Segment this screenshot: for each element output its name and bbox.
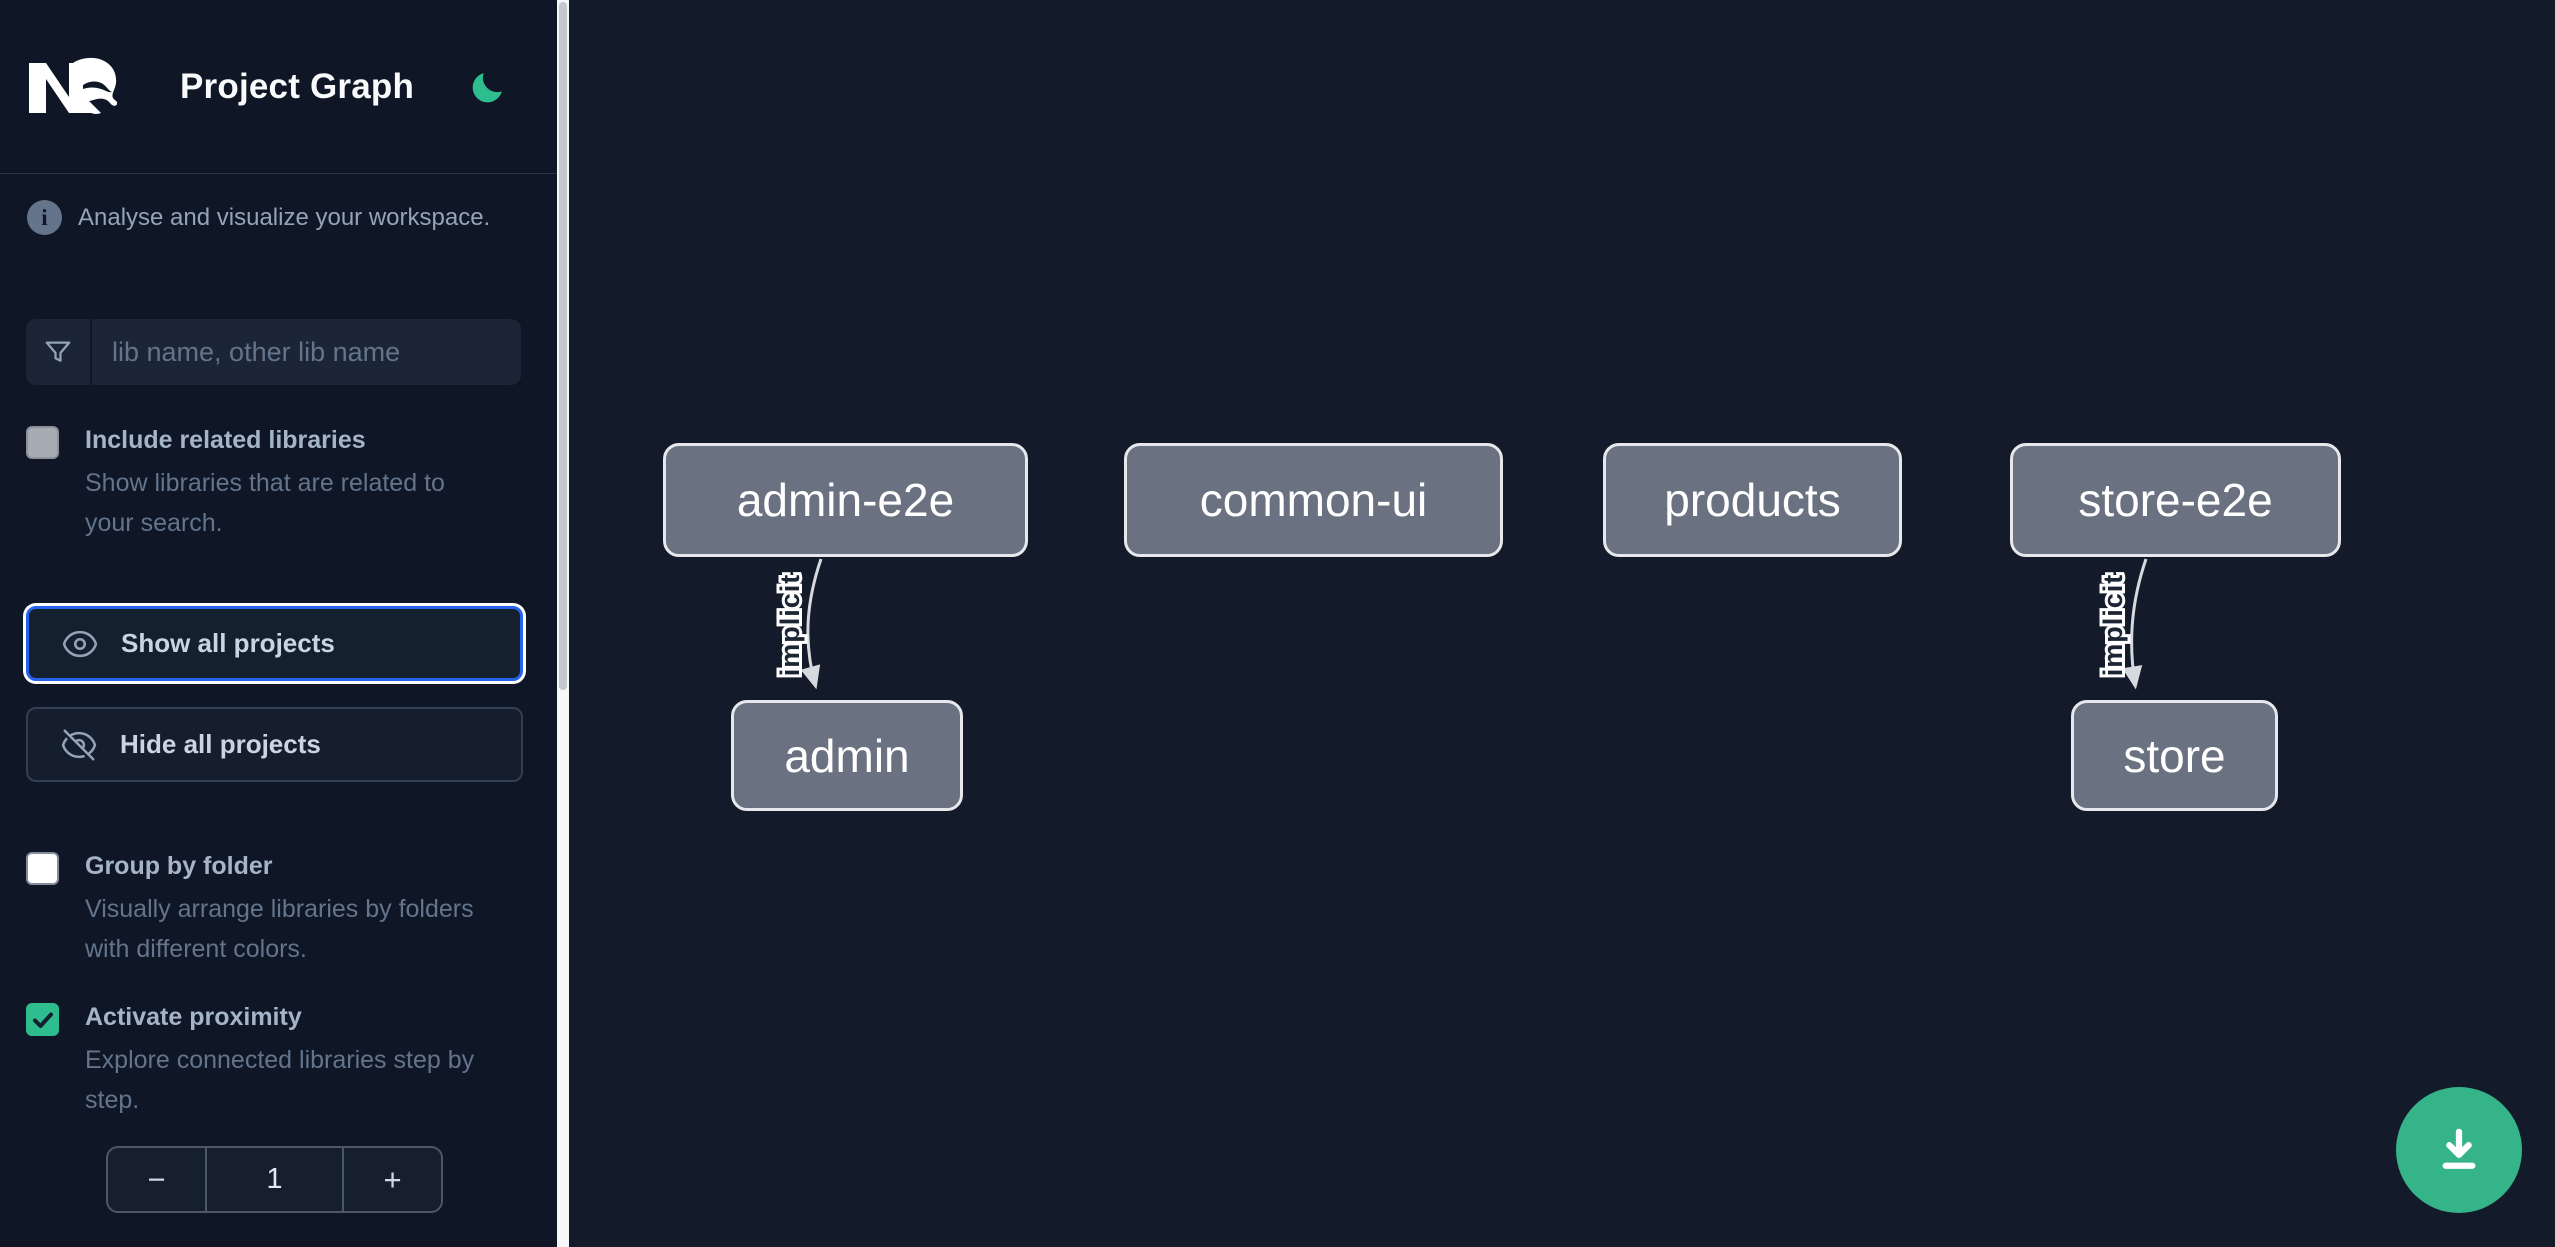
filter-funnel-icon: [26, 319, 92, 385]
graph-edges-layer: implicit implicit: [772, 558, 2148, 690]
download-graph-button[interactable]: [2396, 1087, 2522, 1213]
sidebar: Project Graph i Analyse and visualize yo…: [0, 0, 557, 1247]
checkmark-icon: [32, 1012, 53, 1028]
project-node-store[interactable]: store: [2071, 700, 2278, 811]
option-activate-proximity: Activate proximity Explore connected lib…: [26, 1001, 496, 1120]
sidebar-header: Project Graph: [0, 0, 557, 174]
project-node-admin[interactable]: admin: [731, 700, 963, 811]
increment-button[interactable]: +: [342, 1148, 441, 1211]
hide-all-projects-label: Hide all projects: [120, 729, 321, 759]
project-node-admin-e2e[interactable]: admin-e2e: [663, 443, 1028, 557]
download-icon: [2442, 1128, 2476, 1169]
info-icon: i: [27, 200, 62, 235]
project-node-products[interactable]: products: [1603, 443, 1902, 557]
group-by-folder-checkbox[interactable]: [26, 852, 59, 885]
edge-label-implicit: implicit: [2098, 574, 2128, 677]
option-label: Activate proximity: [85, 1003, 302, 1031]
decrement-button[interactable]: −: [108, 1148, 207, 1211]
search-input[interactable]: [92, 319, 521, 385]
option-description: Show libraries that are related to your …: [85, 468, 445, 537]
eye-icon: [62, 630, 98, 657]
workspace-info: i Analyse and visualize your workspace.: [27, 200, 490, 235]
hide-all-projects-button[interactable]: Hide all projects: [26, 707, 523, 782]
project-node-store-e2e[interactable]: store-e2e: [2010, 443, 2341, 557]
sidebar-scrollbar-thumb[interactable]: [559, 2, 567, 690]
edge-admin-e2e-to-admin[interactable]: implicit: [772, 558, 823, 690]
proximity-depth-value: 1: [266, 1163, 283, 1195]
option-label: Include related libraries: [85, 426, 366, 454]
edge-label-implicit: implicit: [775, 574, 805, 677]
edge-store-e2e-to-store[interactable]: implicit: [2095, 558, 2148, 690]
option-description: Visually arrange libraries by folders wi…: [85, 894, 474, 963]
show-all-projects-label: Show all projects: [121, 628, 335, 658]
option-group-by-folder: Group by folder Visually arrange librari…: [26, 850, 496, 969]
eye-off-icon: [61, 728, 97, 761]
project-graph-canvas[interactable]: implicit implicit admin-e2e common-ui pr…: [569, 0, 2555, 1247]
include-related-checkbox[interactable]: [26, 426, 59, 459]
nx-logo-icon: [29, 57, 117, 114]
sidebar-scrollbar-track[interactable]: [557, 0, 569, 1247]
option-include-related-libraries: Include related libraries Show libraries…: [26, 424, 496, 543]
show-all-projects-button[interactable]: Show all projects: [26, 606, 523, 681]
search-bar: [26, 319, 521, 385]
info-text: Analyse and visualize your workspace.: [78, 203, 491, 231]
option-label: Group by folder: [85, 852, 273, 880]
page-title: Project Graph: [180, 67, 415, 106]
option-description: Explore connected libraries step by step…: [85, 1045, 475, 1114]
activate-proximity-checkbox[interactable]: [26, 1003, 59, 1036]
moon-icon[interactable]: [468, 67, 508, 107]
project-node-common-ui[interactable]: common-ui: [1124, 443, 1503, 557]
proximity-depth-stepper: − 1 +: [106, 1146, 443, 1213]
